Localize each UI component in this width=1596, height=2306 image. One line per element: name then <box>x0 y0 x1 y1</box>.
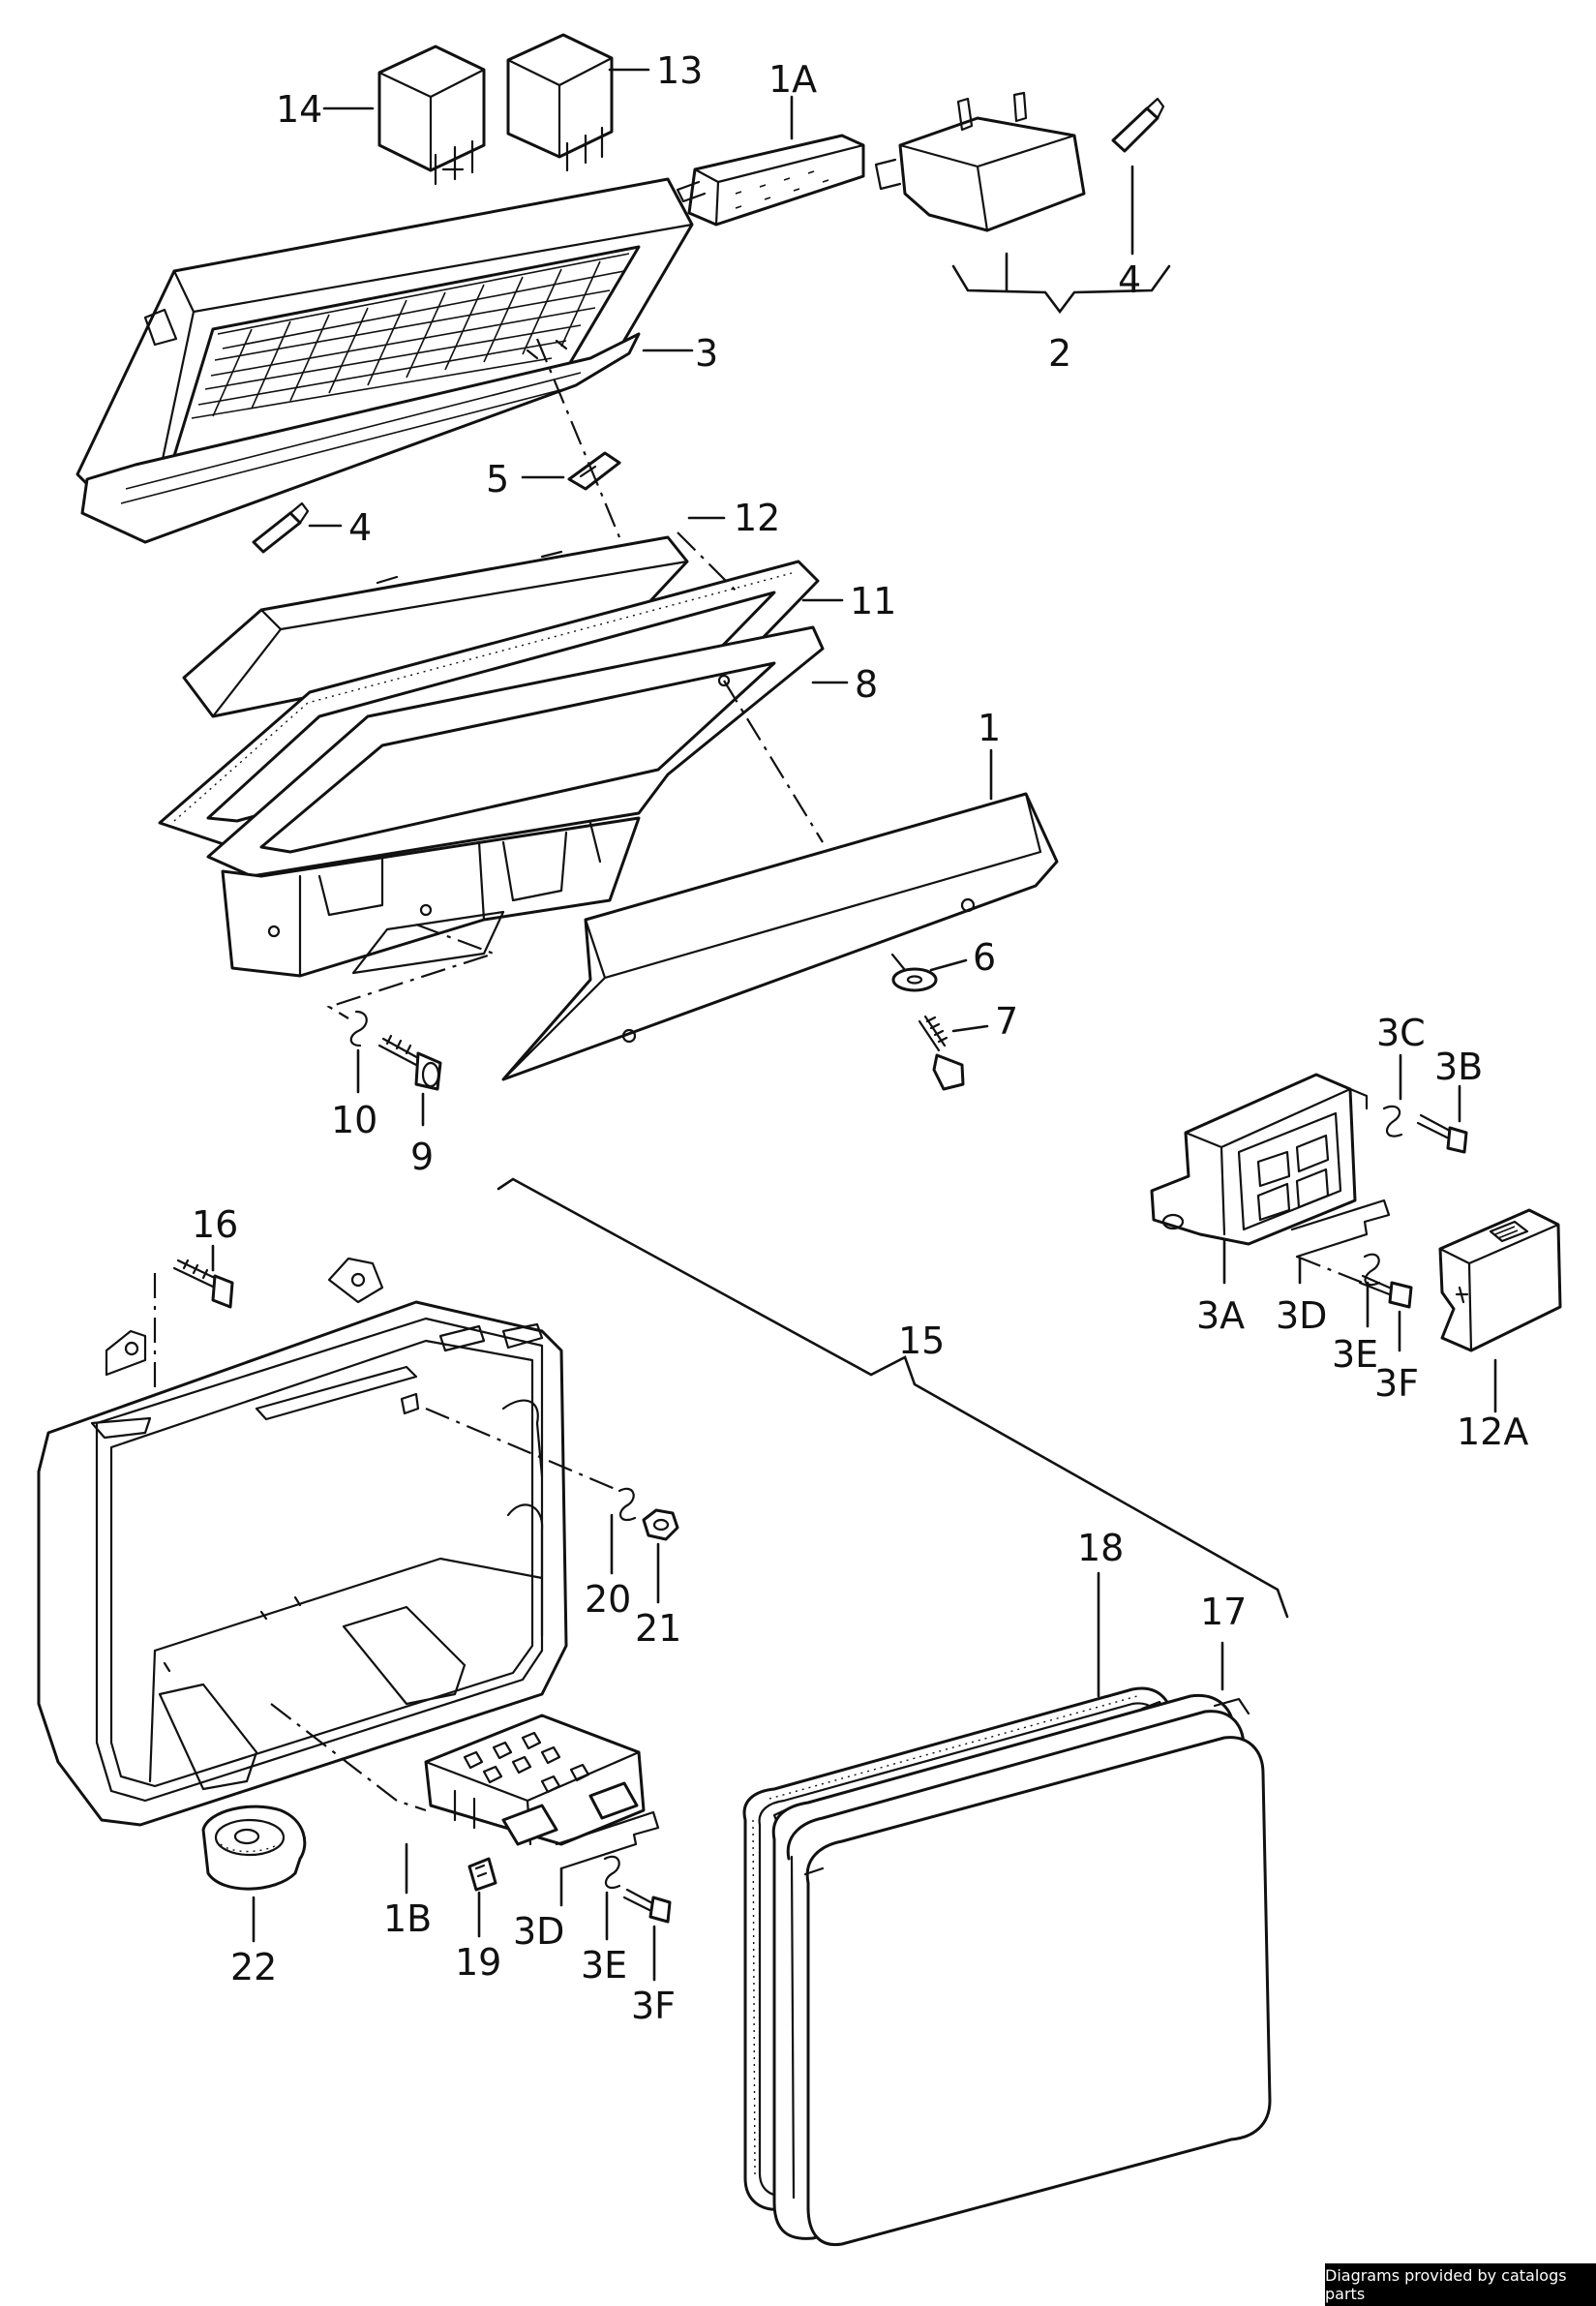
label-12: 12 <box>734 497 780 539</box>
label-4-top: 4 <box>1118 258 1141 301</box>
relay-plate-3A <box>1150 1073 1369 1246</box>
assembly-line-d <box>326 923 497 1019</box>
clip-5 <box>567 451 621 491</box>
bracket-3D-right <box>1290 1199 1391 1259</box>
label-3D-right: 3D <box>1276 1294 1327 1337</box>
label-3: 3 <box>695 332 718 375</box>
fusebox-cover-3 <box>75 177 694 544</box>
label-15: 15 <box>898 1320 945 1362</box>
screw-3F-low <box>622 1888 672 1924</box>
screw-3F-right <box>1358 1274 1413 1309</box>
label-1: 1 <box>978 707 1001 749</box>
panel-12 <box>182 535 689 718</box>
assembly-line-a <box>535 338 621 538</box>
label-3A: 3A <box>1196 1294 1245 1337</box>
label-7: 7 <box>995 1000 1018 1043</box>
relay-13 <box>506 33 614 172</box>
housing-15 <box>37 1257 568 1827</box>
label-5: 5 <box>486 458 509 501</box>
label-20: 20 <box>585 1578 631 1621</box>
label-3F-right: 3F <box>1374 1362 1419 1405</box>
label-1A: 1A <box>768 58 817 101</box>
screw-16 <box>172 1259 234 1309</box>
callout-labels: 14 13 1A 4 2 3 5 4 12 11 8 1 6 7 10 9 3C… <box>192 49 1528 2027</box>
label-6: 6 <box>973 936 996 979</box>
clip-10 <box>349 1010 368 1047</box>
leader-lines <box>211 68 1497 1982</box>
label-21: 21 <box>635 1607 681 1650</box>
screw-9 <box>377 1034 442 1091</box>
label-3C: 3C <box>1376 1012 1426 1054</box>
label-13: 13 <box>656 49 703 92</box>
assembly-line-h <box>270 1703 427 1812</box>
nut-21 <box>642 1508 679 1541</box>
label-19: 19 <box>455 1941 501 1984</box>
clip-3C <box>1382 1105 1403 1138</box>
relay-14 <box>377 45 486 186</box>
screw-7 <box>918 1015 965 1091</box>
lens-17 <box>771 1693 1272 2247</box>
label-16: 16 <box>192 1203 238 1246</box>
assembly-line-e <box>1296 1255 1364 1285</box>
relay-base-2 <box>874 91 1086 232</box>
socket-block-1B <box>424 1714 646 1846</box>
label-11: 11 <box>850 580 896 622</box>
label-4-mid: 4 <box>348 506 372 549</box>
credit-badge: Diagrams provided by catalogs parts <box>1325 2263 1596 2306</box>
label-12A: 12A <box>1457 1411 1528 1453</box>
label-14: 14 <box>276 88 322 131</box>
label-9: 9 <box>410 1136 434 1178</box>
bracket-15 <box>497 1177 1289 1619</box>
assembly-line-g <box>425 1407 620 1493</box>
label-8: 8 <box>855 663 878 706</box>
clip-3E-low <box>603 1855 621 1890</box>
label-22: 22 <box>230 1946 277 1988</box>
label-3E-low: 3E <box>581 1944 627 1987</box>
label-18: 18 <box>1077 1527 1124 1569</box>
washer-6 <box>890 953 938 992</box>
label-10: 10 <box>331 1099 377 1141</box>
grommet-22 <box>201 1805 307 1891</box>
label-3E-right: 3E <box>1332 1333 1378 1376</box>
bracket-2 <box>951 264 1171 315</box>
assembly-line-c <box>723 680 824 843</box>
relay-cover-12A <box>1438 1208 1562 1352</box>
bulb-4-top <box>1111 97 1165 153</box>
label-2: 2 <box>1048 332 1071 375</box>
clip-3E-right <box>1363 1253 1381 1287</box>
bracket-3D-low <box>555 1810 660 1870</box>
connector-1A <box>676 134 865 227</box>
screw-3B <box>1416 1113 1468 1154</box>
clip-19 <box>467 1857 497 1892</box>
clip-20 <box>617 1487 637 1522</box>
bulb-4-mid <box>252 501 310 554</box>
label-1B: 1B <box>383 1897 432 1940</box>
label-3F-low: 3F <box>631 1985 676 2027</box>
label-3B: 3B <box>1434 1046 1483 1088</box>
bracket-1 <box>501 792 1059 1081</box>
assembly-line-b <box>677 531 737 592</box>
frame-8 <box>206 625 825 978</box>
label-3D-low: 3D <box>513 1910 564 1953</box>
label-17: 17 <box>1200 1591 1247 1633</box>
